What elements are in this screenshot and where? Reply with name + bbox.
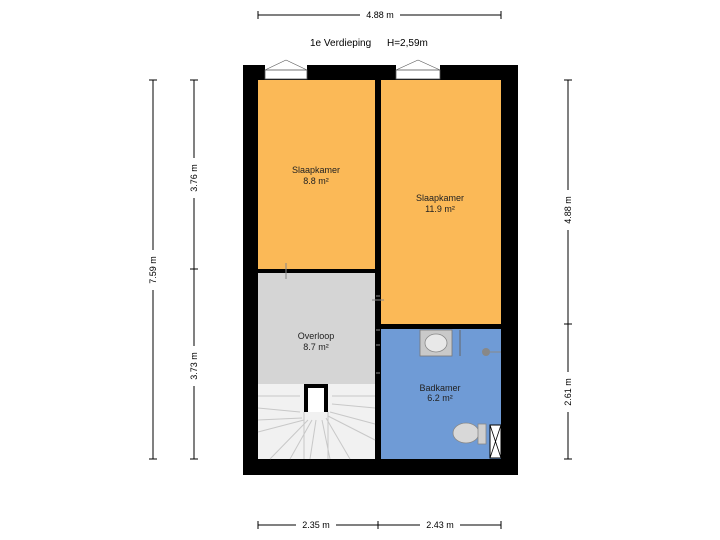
slaapkamer-left-name: Slaapkamer [292,165,340,175]
left-upper-label: 3.76 m [189,164,199,192]
slaapkamer-right-name: Slaapkamer [416,193,464,203]
window-icon-left [264,59,308,80]
right-dimension: 4.88 m 2.61 m [562,79,574,460]
slaapkamer-left-area: 8.8 m² [303,176,329,186]
toilet-icon [452,422,487,445]
room-slaapkamer-right [381,80,501,324]
overloop-name: Overloop [298,331,335,341]
left-total-dimension: 7.59 m [147,79,159,460]
top-dimension: 4.88 m [257,9,502,21]
cabinet-icon [489,424,502,459]
right-upper-label: 4.88 m [563,196,573,224]
overloop-area: 8.7 m² [303,342,329,352]
left-split-dimension: 3.76 m 3.73 m [188,79,200,460]
height-label: H=2,59m [387,38,428,49]
top-width-label: 4.88 m [366,10,394,20]
sink-icon [419,329,453,357]
floor-label: 1e Verdieping [310,38,371,49]
bottom-right-label: 2.43 m [426,520,454,530]
room-slaapkamer-left [258,80,375,269]
staircase [257,384,376,460]
left-total-label: 7.59 m [148,256,158,284]
badkamer-name: Badkamer [419,383,460,393]
door-marks [285,263,384,374]
slaapkamer-right-area: 11.9 m² [425,204,455,214]
bottom-left-label: 2.35 m [302,520,330,530]
right-lower-label: 2.61 m [563,378,573,406]
badkamer-area: 6.2 m² [427,393,453,403]
bottom-dimension: 2.35 m 2.43 m [257,518,502,530]
left-lower-label: 3.73 m [189,352,199,380]
shower-icon [459,330,501,356]
window-icon-right [395,59,441,80]
